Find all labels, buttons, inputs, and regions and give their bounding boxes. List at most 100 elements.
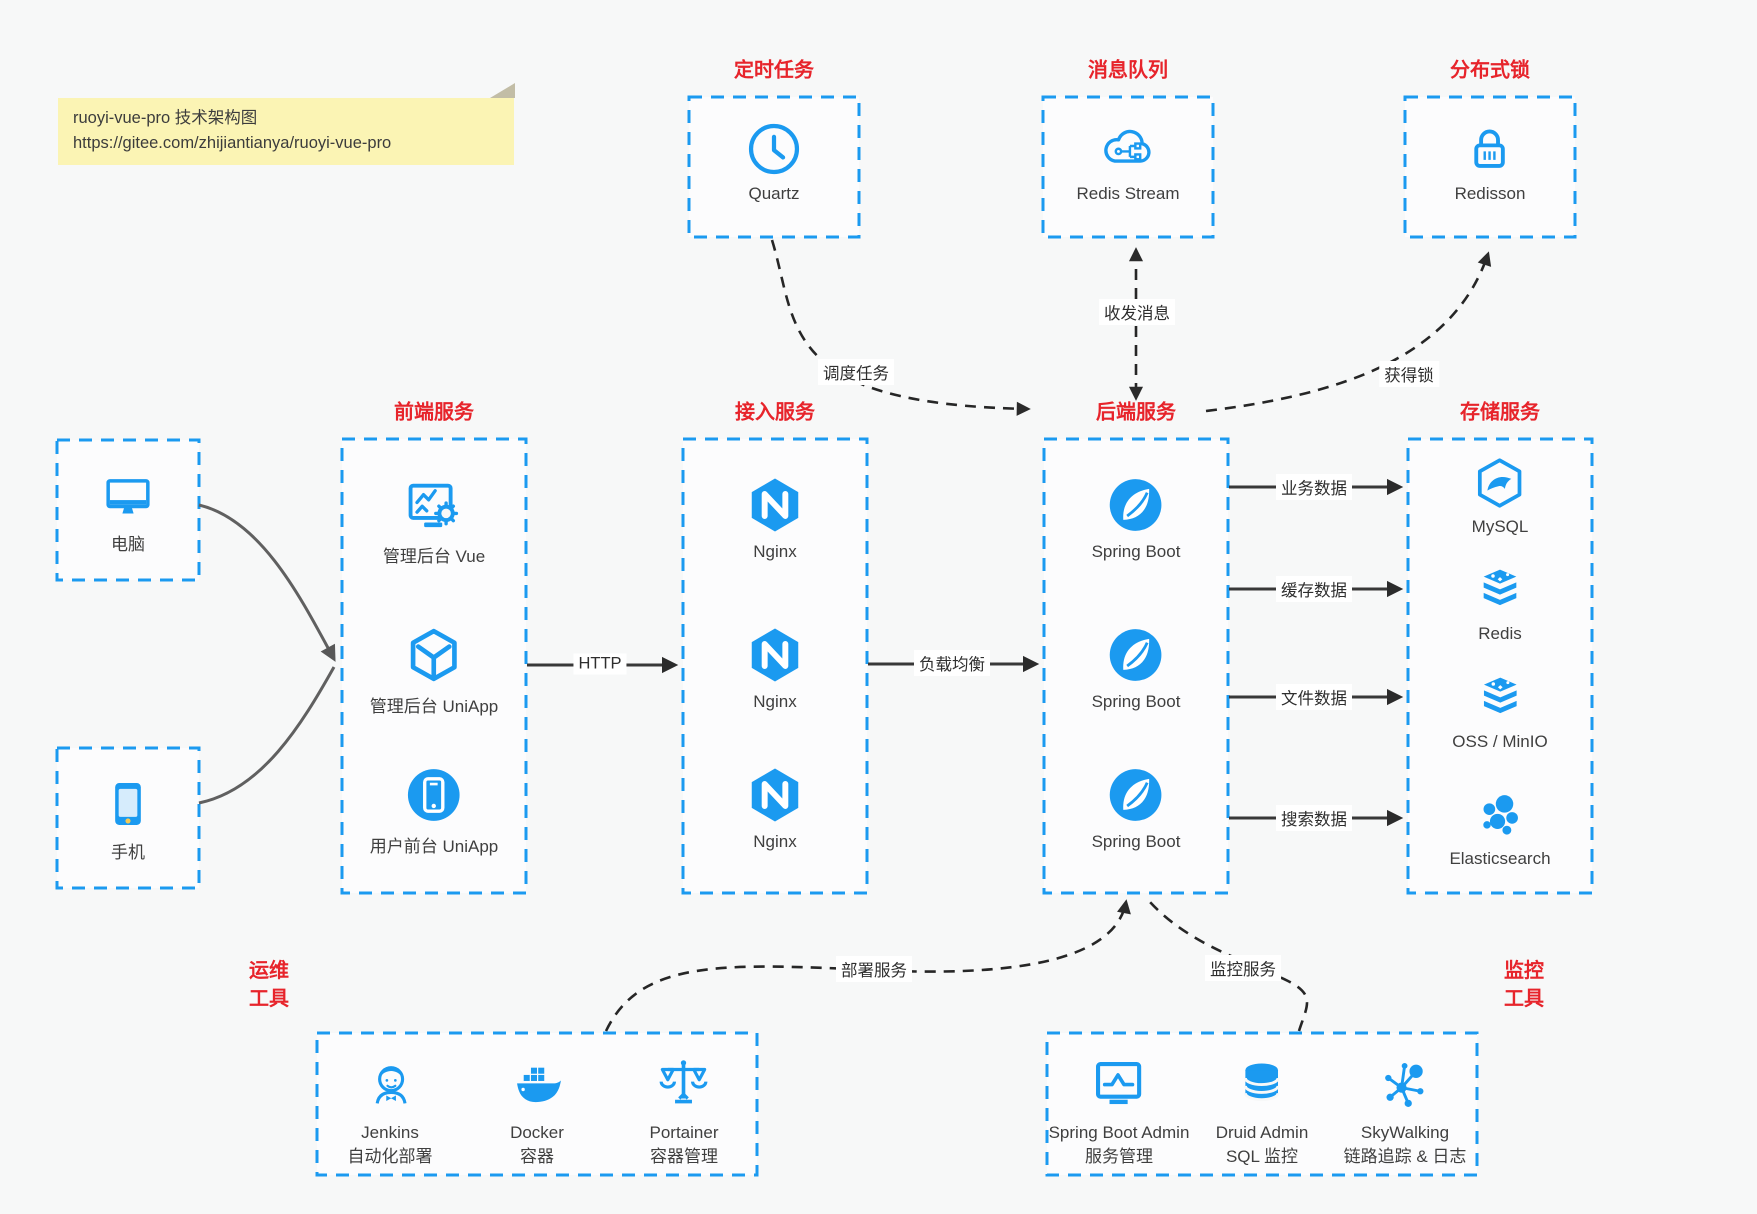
mobile-app-icon bbox=[403, 764, 465, 826]
edge-label-file-data: 文件数据 bbox=[1276, 684, 1352, 710]
node-admin-vue: 管理后台 Vue bbox=[383, 474, 485, 567]
spring-boot-icon bbox=[1105, 764, 1167, 826]
spring-boot-icon bbox=[1105, 624, 1167, 686]
group-title-distributed-lock: 分布式锁 bbox=[1450, 59, 1530, 82]
sticky-note: ruoyi-vue-pro 技术架构图 https://gitee.com/zh… bbox=[58, 83, 515, 165]
nginx-icon bbox=[744, 624, 806, 686]
node-mysql-label: MySQL bbox=[1471, 517, 1529, 536]
node-druid-admin-name: Druid Admin bbox=[1215, 1123, 1309, 1142]
node-portainer-name: Portainer bbox=[649, 1123, 719, 1142]
elasticsearch-icon bbox=[1472, 787, 1528, 843]
node-quartz: Quartz bbox=[745, 120, 803, 204]
edge-label-acquire-lock: 获得锁 bbox=[1379, 361, 1439, 387]
node-mobile: 手机 bbox=[100, 776, 156, 863]
edge-label-load-balance: 负载均衡 bbox=[914, 650, 990, 676]
topology-icon bbox=[1376, 1055, 1434, 1113]
redis-stack-icon bbox=[1472, 562, 1528, 618]
node-redis-stream-label: Redis Stream bbox=[1076, 184, 1180, 203]
node-nginx-3-label: Nginx bbox=[753, 832, 797, 851]
node-druid-admin-label: Druid Admin SQL 监控 bbox=[1216, 1121, 1309, 1169]
node-docker-desc: 容器 bbox=[520, 1147, 554, 1166]
scheduled-task-group-border bbox=[687, 95, 861, 239]
node-admin-uniapp-label: 管理后台 UniApp bbox=[369, 697, 499, 716]
node-oss-minio: OSS / MinIO bbox=[1452, 670, 1548, 752]
node-skywalking-name: SkyWalking bbox=[1360, 1123, 1450, 1142]
edge-schedule-task bbox=[770, 239, 1031, 416]
node-mobile-label: 手机 bbox=[111, 843, 145, 862]
group-title-ops-tools: 运维 工具 bbox=[249, 957, 289, 1013]
node-elasticsearch-label: Elasticsearch bbox=[1449, 849, 1551, 868]
node-druid-admin: Druid Admin SQL 监控 bbox=[1216, 1055, 1309, 1169]
node-spring-boot-3-label: Spring Boot bbox=[1091, 832, 1181, 851]
node-spring-boot-3: Spring Boot bbox=[1091, 764, 1181, 852]
edge-monitor-service bbox=[1148, 900, 1309, 1032]
docker-icon bbox=[508, 1055, 566, 1113]
edge-label-http: HTTP bbox=[573, 653, 627, 675]
ops-tools-label-line2: 工具 bbox=[249, 988, 289, 1010]
portainer-icon bbox=[655, 1055, 713, 1113]
jenkins-icon bbox=[361, 1055, 419, 1113]
note-fold-corner bbox=[490, 83, 515, 98]
node-user-uniapp-label: 用户前台 UniApp bbox=[369, 837, 499, 856]
node-mysql: MySQL bbox=[1471, 455, 1529, 537]
edge-label-schedule-task: 调度任务 bbox=[818, 359, 894, 385]
clock-icon bbox=[745, 120, 803, 178]
node-spring-boot-admin-name: Spring Boot Admin bbox=[1048, 1123, 1190, 1142]
redis-stack-icon bbox=[1472, 670, 1528, 726]
edge-label-message-send-receive: 收发消息 bbox=[1099, 299, 1175, 325]
node-skywalking: SkyWalking 链路追踪 & 日志 bbox=[1344, 1055, 1467, 1169]
node-nginx-2: Nginx bbox=[744, 624, 806, 712]
group-title-frontend: 前端服务 bbox=[394, 401, 474, 424]
desktop-icon bbox=[100, 468, 156, 524]
monitor-chart-icon bbox=[1090, 1055, 1148, 1113]
node-pc-label: 电脑 bbox=[111, 535, 145, 554]
node-spring-boot-admin: Spring Boot Admin 服务管理 bbox=[1048, 1055, 1190, 1169]
group-title-message-queue: 消息队列 bbox=[1088, 59, 1168, 82]
monitor-tools-label-line2: 工具 bbox=[1504, 988, 1544, 1010]
node-portainer-label: Portainer 容器管理 bbox=[650, 1121, 719, 1169]
admin-dashboard-icon bbox=[403, 474, 465, 536]
group-title-storage: 存储服务 bbox=[1460, 401, 1540, 424]
node-nginx-1: Nginx bbox=[744, 474, 806, 562]
edge-pc-to-frontend bbox=[198, 503, 336, 662]
group-title-backend: 后端服务 bbox=[1096, 401, 1176, 424]
nginx-icon bbox=[744, 474, 806, 536]
node-oss-minio-label: OSS / MinIO bbox=[1452, 732, 1548, 751]
node-skywalking-label: SkyWalking 链路追踪 & 日志 bbox=[1344, 1121, 1467, 1169]
edge-label-search-data: 搜索数据 bbox=[1276, 805, 1352, 831]
node-portainer: Portainer 容器管理 bbox=[650, 1055, 719, 1169]
node-nginx-1-label: Nginx bbox=[753, 542, 797, 561]
ops-tools-group-border bbox=[315, 1031, 759, 1177]
message-queue-group-border bbox=[1041, 95, 1215, 239]
edge-label-monitor-service: 监控服务 bbox=[1205, 955, 1281, 981]
node-redisson-label: Redisson bbox=[1454, 184, 1526, 203]
node-nginx-2-label: Nginx bbox=[753, 692, 797, 711]
nginx-icon bbox=[744, 764, 806, 826]
note-url: https://gitee.com/zhijiantianya/ruoyi-vu… bbox=[73, 134, 392, 152]
node-redis: Redis bbox=[1472, 562, 1528, 644]
smartphone-icon bbox=[100, 776, 156, 832]
group-title-monitor-tools: 监控 工具 bbox=[1504, 957, 1544, 1013]
edge-label-cache-data: 缓存数据 bbox=[1276, 576, 1352, 602]
edge-acquire-lock bbox=[1205, 251, 1492, 413]
spring-boot-icon bbox=[1105, 474, 1167, 536]
cloud-network-icon bbox=[1099, 120, 1157, 178]
mysql-icon bbox=[1472, 455, 1528, 511]
cube-icon bbox=[403, 624, 465, 686]
lock-icon bbox=[1461, 120, 1519, 178]
monitor-tools-label-line1: 监控 bbox=[1504, 960, 1544, 982]
node-spring-boot-1-label: Spring Boot bbox=[1091, 542, 1181, 561]
node-elasticsearch: Elasticsearch bbox=[1449, 787, 1551, 869]
node-pc: 电脑 bbox=[100, 468, 156, 555]
node-quartz-label: Quartz bbox=[748, 184, 800, 203]
node-skywalking-desc: 链路追踪 & 日志 bbox=[1343, 1147, 1467, 1166]
database-icon bbox=[1233, 1055, 1291, 1113]
note-title: ruoyi-vue-pro 技术架构图 bbox=[73, 109, 258, 127]
node-spring-boot-1: Spring Boot bbox=[1091, 474, 1181, 562]
node-jenkins-name: Jenkins bbox=[361, 1123, 419, 1142]
node-jenkins-desc: 自动化部署 bbox=[347, 1147, 433, 1166]
group-title-gateway: 接入服务 bbox=[735, 401, 815, 424]
node-nginx-3: Nginx bbox=[744, 764, 806, 852]
node-admin-vue-label: 管理后台 Vue bbox=[382, 547, 486, 566]
node-redis-label: Redis bbox=[1478, 624, 1522, 643]
